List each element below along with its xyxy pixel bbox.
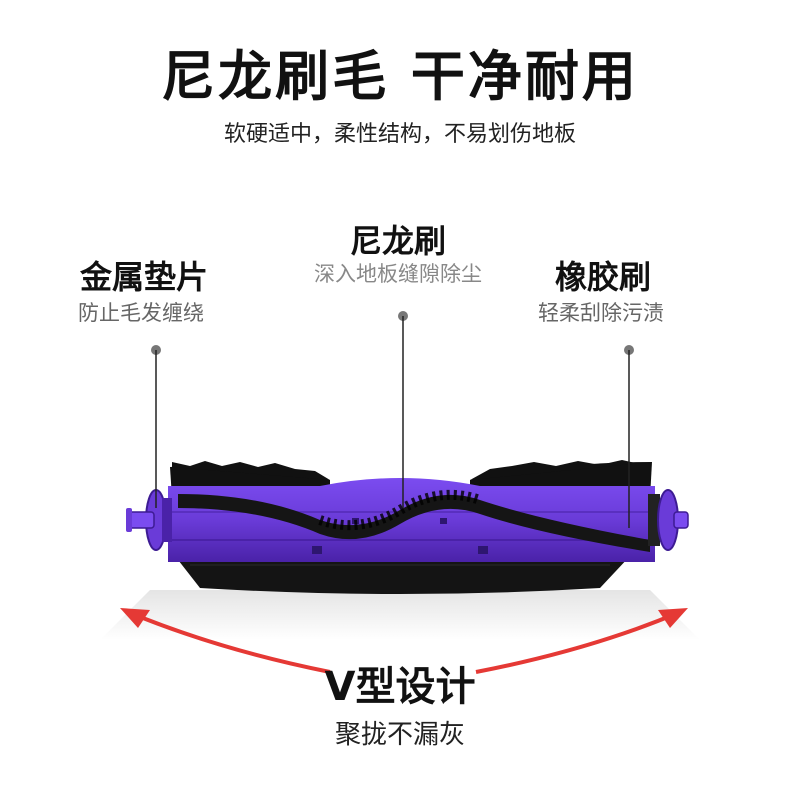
v-design-desc: 聚拢不漏灰: [334, 720, 465, 750]
callout-metal-gasket-title: 金属垫片: [80, 258, 209, 296]
callout-rubber-brush-desc: 轻柔刮除污渍: [538, 301, 664, 325]
roller-core: [168, 478, 655, 562]
leader-line-metal-gasket: [151, 345, 161, 508]
bottom-bristles: [175, 556, 630, 594]
v-design-title: V型设计: [324, 664, 476, 710]
leader-line-rubber-brush: [624, 345, 634, 528]
callout-nylon-brush-desc: 深入地板缝隙除尘: [314, 262, 482, 286]
callout-metal-gasket-desc: 防止毛发缠绕: [78, 301, 204, 325]
headline: 尼龙刷毛 干净耐用: [161, 45, 639, 108]
floor-reflection: [100, 590, 700, 640]
right-end-cap: [648, 489, 689, 551]
headline-subtitle: 软硬适中，柔性结构，不易划伤地板: [223, 122, 576, 147]
left-end-cap: [126, 489, 172, 551]
callout-nylon-brush-title: 尼龙刷: [349, 222, 446, 260]
callout-rubber-brush-title: 橡胶刷: [555, 258, 652, 296]
v-arrows: [120, 608, 688, 674]
leader-line-nylon-brush: [398, 311, 408, 508]
v-bristle-strip: [178, 489, 650, 552]
